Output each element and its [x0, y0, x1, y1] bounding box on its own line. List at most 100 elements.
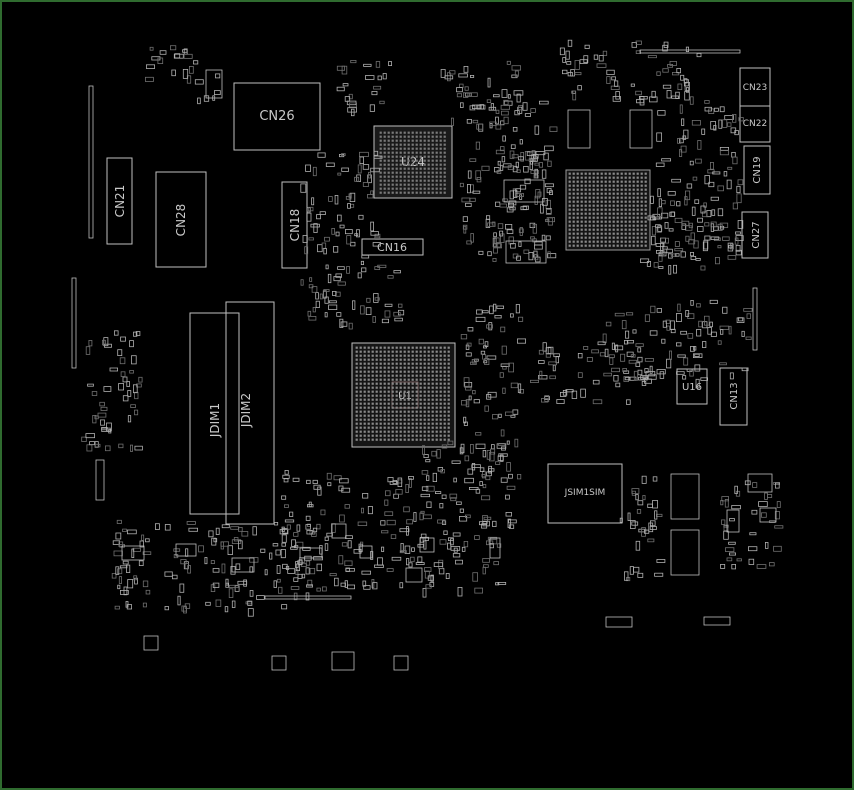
smd-pad: [612, 200, 615, 203]
cn13-connector[interactable]: CN13: [719, 367, 748, 426]
smd-pad: [650, 305, 656, 314]
smd-pad: [479, 481, 483, 487]
smd-pad: [572, 228, 575, 231]
smd-pad: [568, 192, 571, 195]
cn22-connector[interactable]: CN22: [739, 105, 771, 143]
smd-pad: [431, 175, 434, 178]
smd-pad: [443, 378, 446, 381]
smd-pad: [123, 586, 128, 596]
smd-pad: [439, 191, 442, 194]
smd-pad: [306, 212, 312, 222]
smd-pad: [323, 289, 330, 292]
u1-chip[interactable]: U1: [351, 342, 456, 448]
cn27-connector[interactable]: CN27: [741, 211, 769, 259]
smd-pad: [759, 507, 777, 523]
smd-pad: [381, 546, 385, 552]
smd-pad: [572, 176, 575, 179]
smd-pad: [568, 244, 571, 247]
smd-pad: [305, 560, 311, 566]
cn16-connector[interactable]: CN16: [361, 238, 424, 256]
smd-pad: [673, 264, 677, 274]
smd-pad: [583, 345, 589, 350]
smd-pad: [403, 438, 406, 441]
smd-pad: [415, 155, 418, 158]
smd-pad: [600, 228, 603, 231]
smd-pad: [411, 354, 414, 357]
smd-pad: [395, 410, 398, 413]
smd-pad: [584, 184, 587, 187]
smd-pad: [657, 207, 663, 218]
smd-pad: [509, 313, 514, 318]
smd-pad: [775, 482, 780, 489]
jdim1-slot[interactable]: JDIM1: [189, 312, 240, 515]
smd-pad: [460, 400, 468, 406]
cn19-connector[interactable]: CN19: [743, 145, 771, 195]
smd-pad: [465, 344, 470, 350]
smd-pad: [501, 345, 507, 355]
smd-pad: [407, 438, 410, 441]
smd-pad: [453, 547, 458, 553]
smd-pad: [568, 240, 571, 243]
smd-pad: [624, 571, 629, 581]
smd-pad: [407, 183, 410, 186]
smd-pad: [359, 350, 362, 353]
smd-pad: [600, 224, 603, 227]
smd-pad: [423, 183, 426, 186]
smd-pad: [179, 583, 185, 593]
smd-pad: [379, 382, 382, 385]
smd-pad: [415, 358, 418, 361]
smd-pad: [620, 220, 623, 223]
smd-pad: [373, 155, 383, 159]
smd-pad: [728, 541, 736, 545]
smd-pad: [602, 333, 607, 344]
smd-pad: [614, 80, 619, 87]
u24-chip[interactable]: U24: [373, 125, 453, 199]
smd-pad: [625, 330, 630, 339]
smd-pad: [379, 358, 382, 361]
smd-pad: [637, 572, 644, 578]
smd-pad: [640, 236, 643, 239]
smd-pad: [499, 203, 507, 208]
cn26-connector[interactable]: CN26: [233, 82, 321, 151]
smd-pad: [444, 75, 454, 80]
smd-pad: [381, 530, 389, 534]
jdim2-slot[interactable]: JDIM2: [225, 301, 275, 525]
smd-pad: [719, 106, 725, 113]
smd-pad: [774, 511, 780, 520]
smd-pad: [391, 362, 394, 365]
smd-pad: [407, 131, 410, 134]
smd-pad: [701, 128, 706, 135]
smd-pad: [493, 232, 497, 238]
smd-pad: [371, 366, 374, 369]
smd-pad: [615, 382, 621, 388]
smd-pad: [391, 183, 394, 186]
smd-pad: [419, 139, 422, 142]
cn18-connector[interactable]: CN18: [281, 181, 308, 269]
smd-pad: [129, 444, 133, 452]
smd-pad: [420, 533, 427, 538]
smd-pad: [729, 552, 737, 556]
smd-pad: [411, 151, 414, 154]
cn28-connector[interactable]: CN28: [155, 171, 207, 268]
cn23-connector[interactable]: CN23: [739, 67, 771, 107]
smd-pad: [628, 212, 631, 215]
smd-pad: [614, 312, 625, 317]
smd-pad: [419, 438, 422, 441]
smd-pad: [459, 182, 464, 188]
smd-pad: [423, 540, 427, 550]
right-bga-chip[interactable]: [565, 169, 651, 251]
smd-pad: [694, 364, 701, 372]
smd-pad: [325, 264, 329, 270]
cn21-connector[interactable]: CN21: [106, 157, 133, 245]
smd-pad: [635, 90, 642, 96]
smd-pad: [419, 390, 422, 393]
smd-pad: [391, 378, 394, 381]
smd-pad: [387, 147, 390, 150]
smd-pad: [328, 300, 337, 304]
smd-pad: [379, 151, 382, 154]
smd-pad: [622, 367, 627, 373]
smd-pad: [439, 163, 442, 166]
smd-pad: [644, 208, 647, 211]
jsim1sim-slot[interactable]: JSIM1SIM: [547, 463, 623, 524]
smd-pad: [661, 212, 669, 219]
